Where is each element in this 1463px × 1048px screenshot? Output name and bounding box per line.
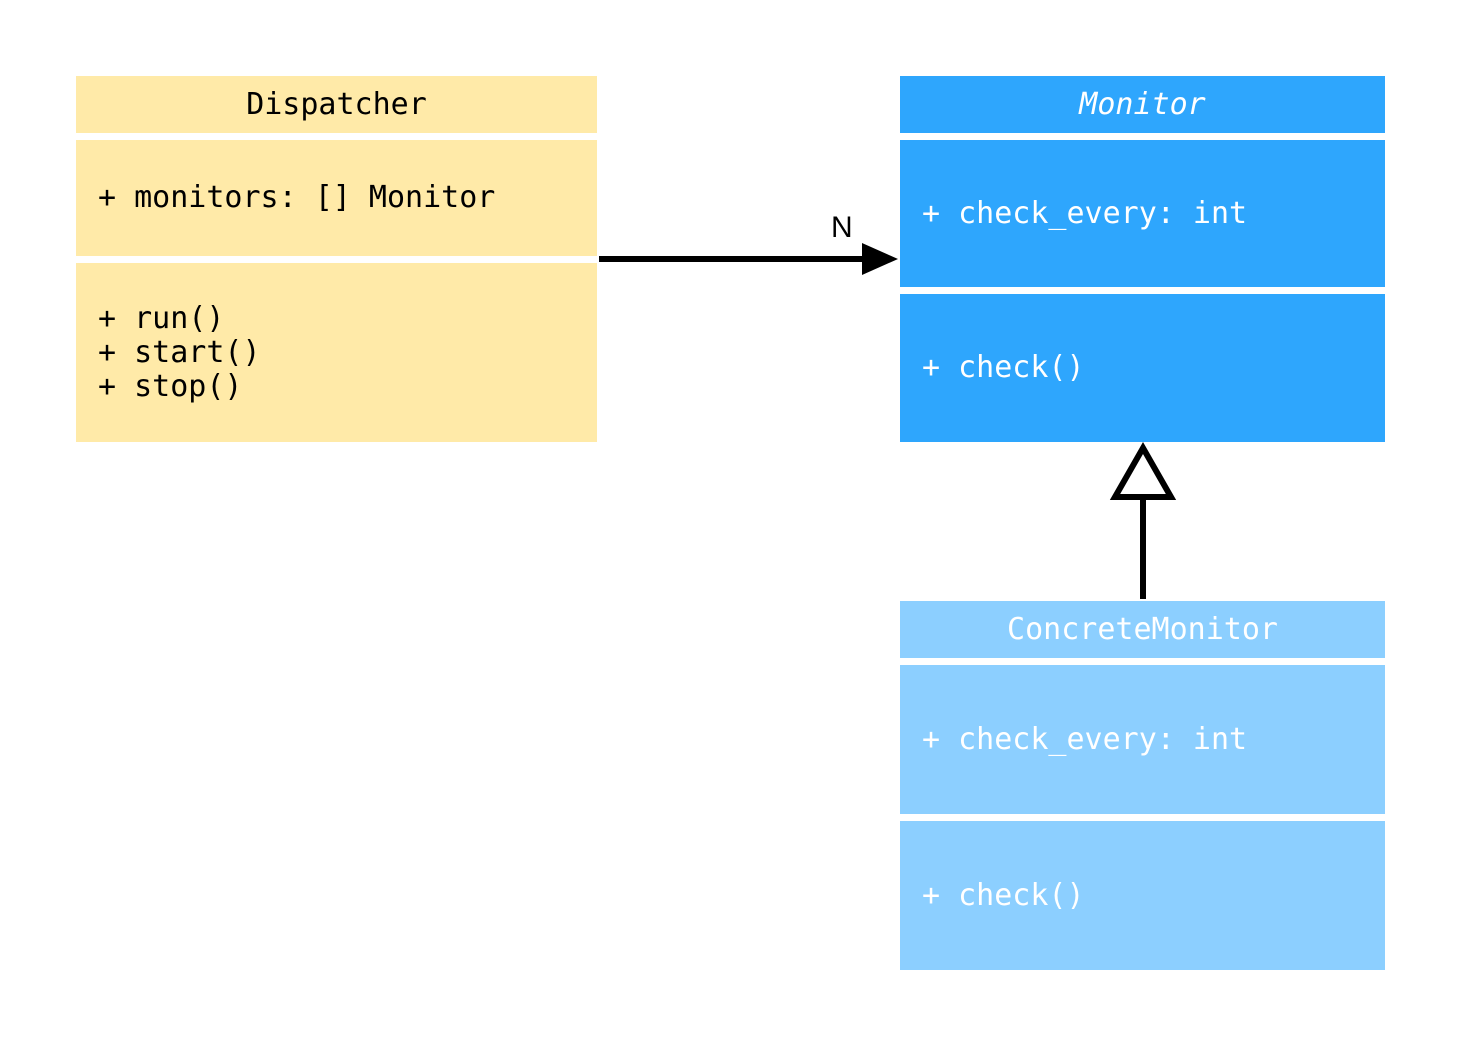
class-methods-monitor: + check() xyxy=(900,294,1385,442)
class-methods-concrete-monitor: + check() xyxy=(900,821,1385,970)
class-attributes-concrete-monitor: + check_every: int xyxy=(900,665,1385,814)
method-list-monitor: + check() xyxy=(900,351,1385,385)
method-item: + run() xyxy=(98,300,225,336)
attribute-list-monitor: + check_every: int xyxy=(900,195,1385,231)
association-multiplicity-label: N xyxy=(831,211,853,244)
class-header-dispatcher: Dispatcher xyxy=(76,76,597,133)
method-item: + check() xyxy=(922,877,1085,913)
method-item: + start() xyxy=(98,334,261,370)
class-box-monitor[interactable]: Monitor + check_every: int + check() xyxy=(900,76,1385,442)
attribute-item: + check_every: int xyxy=(922,195,1248,231)
attribute-item: + monitors: [] Monitor xyxy=(98,180,496,215)
class-name-concrete-monitor: ConcreteMonitor xyxy=(1007,611,1278,647)
class-attributes-dispatcher: + monitors: [] Monitor xyxy=(76,140,597,256)
class-box-dispatcher[interactable]: Dispatcher + monitors: [] Monitor + run(… xyxy=(76,76,597,442)
method-item: + check() xyxy=(922,350,1085,385)
class-attributes-monitor: + check_every: int xyxy=(900,140,1385,287)
attribute-list-dispatcher: + monitors: [] Monitor xyxy=(76,181,597,215)
attribute-list-concrete-monitor: + check_every: int xyxy=(900,721,1385,757)
method-list-concrete-monitor: + check() xyxy=(900,877,1385,913)
class-box-concrete-monitor[interactable]: ConcreteMonitor + check_every: int + che… xyxy=(900,601,1385,970)
method-list-dispatcher: + run() + start() + stop() xyxy=(76,300,597,404)
class-header-concrete-monitor: ConcreteMonitor xyxy=(900,601,1385,658)
generalization-concrete-monitor-monitor xyxy=(1109,441,1177,599)
class-name-monitor: Monitor xyxy=(1079,86,1206,122)
hollow-triangle-arrowhead-icon xyxy=(1109,441,1177,500)
attribute-item: + check_every: int xyxy=(922,721,1248,757)
filled-triangle-arrowhead-icon xyxy=(862,243,898,275)
class-header-monitor: Monitor xyxy=(900,76,1385,133)
class-name-dispatcher: Dispatcher xyxy=(246,86,427,122)
class-methods-dispatcher: + run() + start() + stop() xyxy=(76,263,597,442)
method-item: + stop() xyxy=(98,368,243,404)
association-dispatcher-monitor xyxy=(599,243,898,275)
